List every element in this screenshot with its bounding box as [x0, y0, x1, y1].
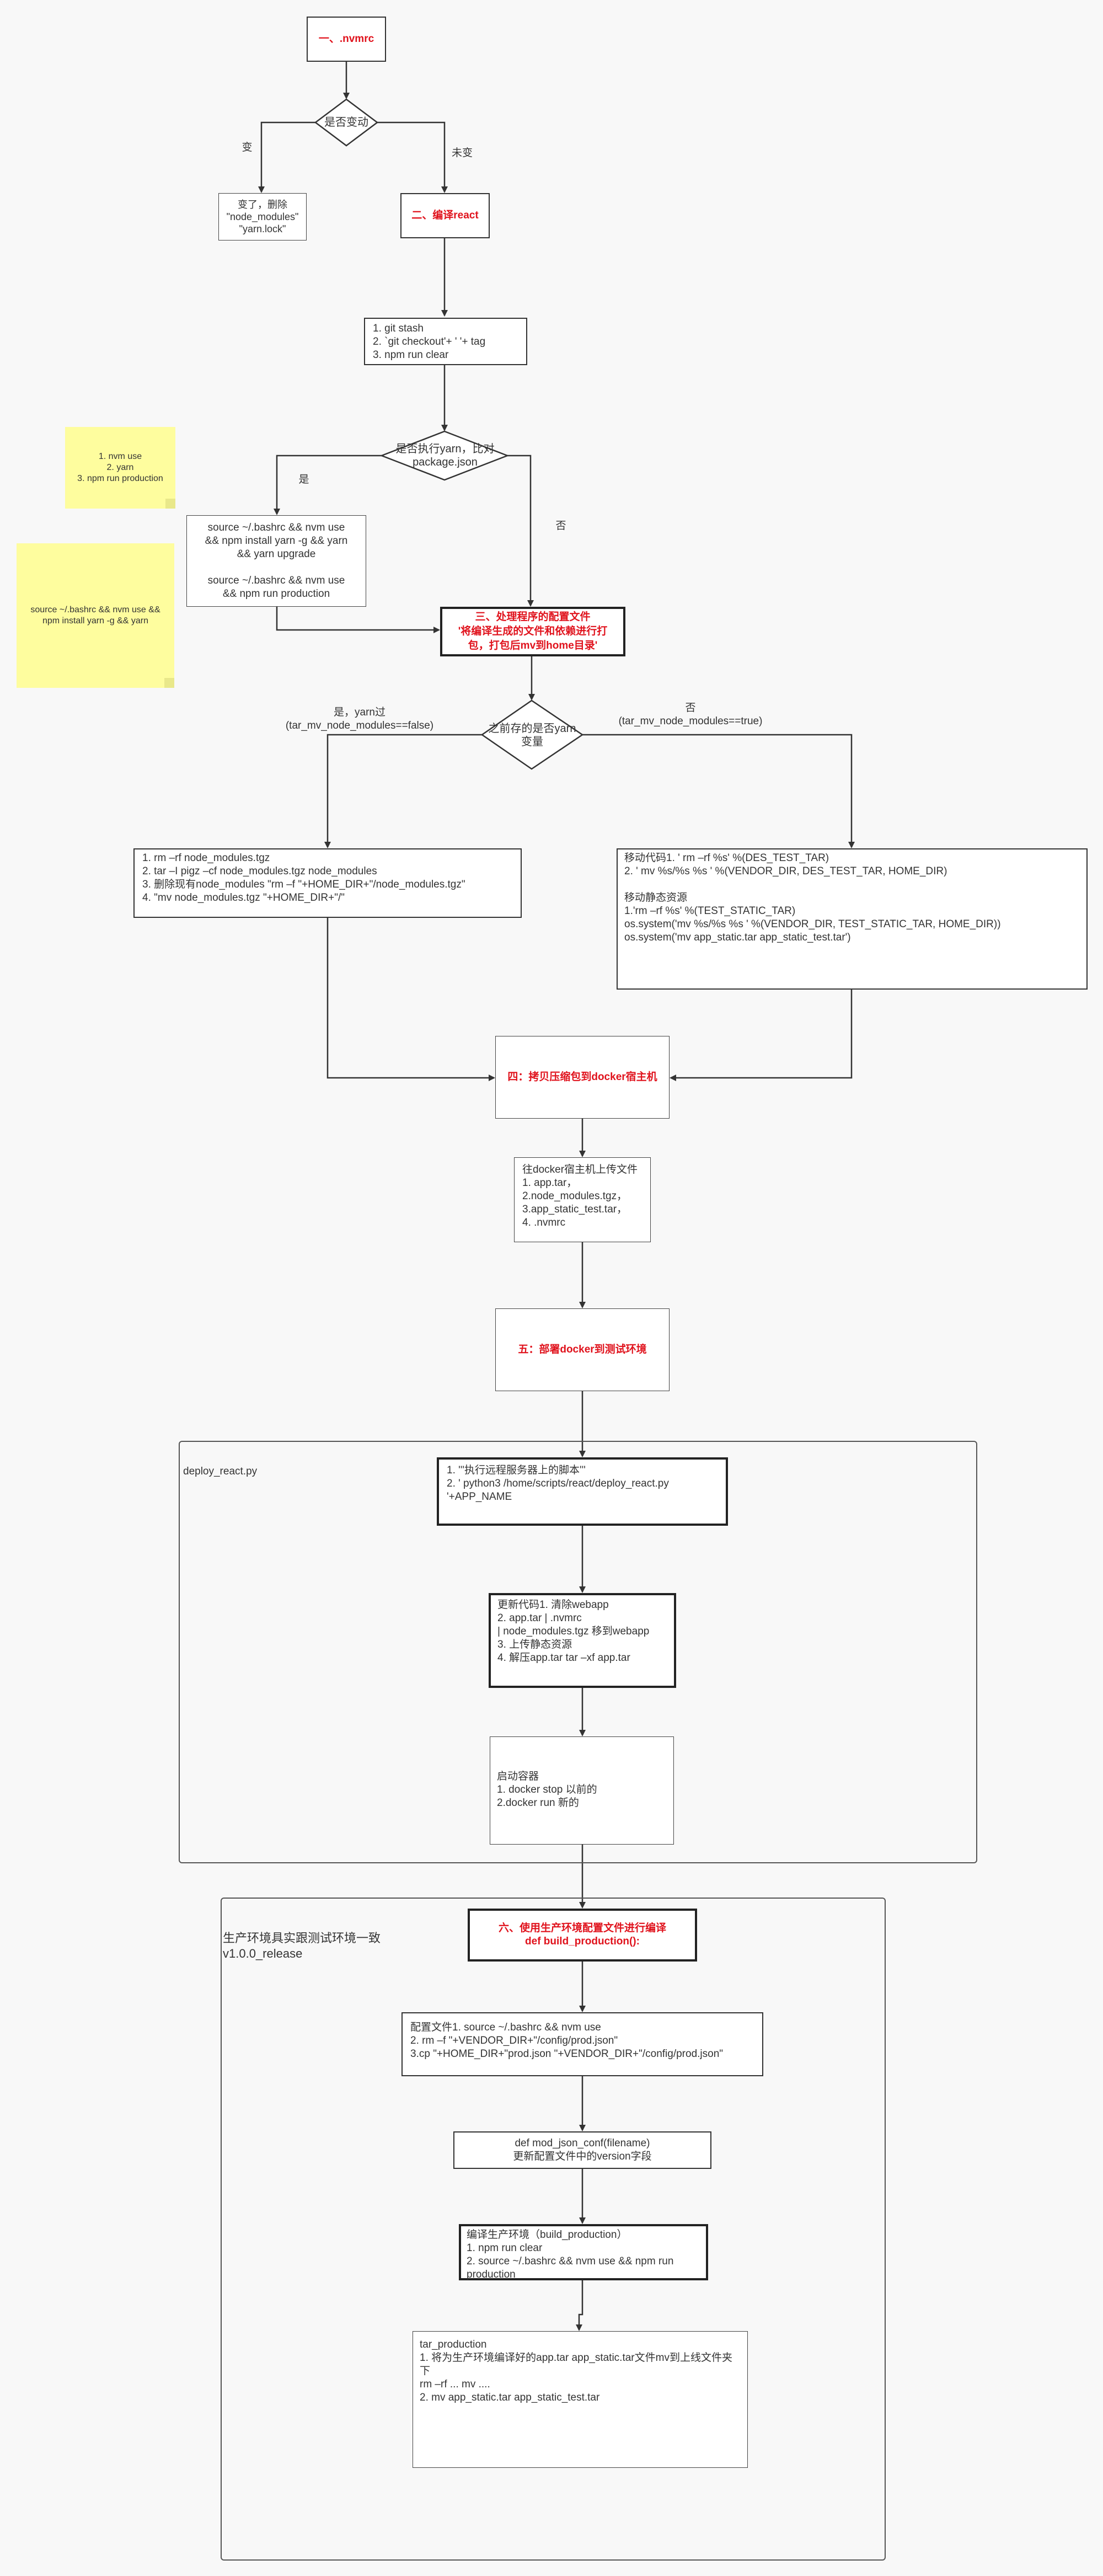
upload-box: 往docker宿主机上传文件 1. app.tar， 2.node_module… [514, 1157, 651, 1242]
source-box: source ~/.bashrc && nvm use && npm insta… [186, 515, 366, 607]
yes-tar-label: 是，yarn过 (tar_mv_node_modules==false) [285, 707, 434, 731]
build-production-box: 编译生产环境（build_production） 1. npm run clea… [459, 2224, 708, 2280]
changed-label: 变 [242, 142, 253, 153]
mod-json-box: def mod_json_conf(filename) 更新配置文件中的vers… [453, 2131, 711, 2169]
edge-buildprod-tar [576, 2280, 583, 2331]
config-box: 三、处理程序的配置文件 '将编译生成的文件和依赖进行打包，打包后mv到home目… [440, 607, 625, 656]
tar-production-box: tar_production 1. 将为生产环境编译好的app.tar app_… [413, 2331, 748, 2468]
yes-label: 是 [298, 474, 309, 485]
deploy-react-group-label: deploy_react.py [183, 1466, 258, 1477]
decision-before-shape [480, 699, 584, 770]
production-group [221, 1898, 886, 2561]
production-group-label: 生产环境具实跟测试环境一致 v1.0.0_release [223, 1931, 381, 1960]
decision-changed-shape [314, 98, 379, 147]
no-label: 否 [555, 520, 566, 532]
config-file-box: 配置文件1. source ~/.bashrc && nvm use 2. rm… [401, 2012, 763, 2076]
deploy-react-group [179, 1441, 977, 1863]
decision-changed-text: 是否变动 [324, 116, 368, 129]
edge-yarn-config [507, 455, 534, 607]
edge-rm-copy [326, 918, 495, 1081]
git-steps-box: 1. git stash 2. `git checkout'+ ' '+ tag… [364, 318, 527, 365]
compile-box: 二、编译react [400, 193, 490, 238]
edge-move-copy [670, 990, 853, 1081]
update-code-box: 更新代码1. 清除webapp 2. app.tar | .nvmrc | no… [489, 1593, 676, 1688]
move-code-box: 移动代码1. ' rm –rf %s' %(DES_TEST_TAR) 2. '… [617, 848, 1088, 990]
no-tar-label: 否 (tar_mv_node_modules==true) [618, 702, 763, 727]
delete-box: 变了，删除 "node_modules" "yarn.lock" [218, 193, 307, 241]
edge-decision-compile [377, 121, 448, 193]
sticky-note-1: 1. nvm use 2. yarn 3. npm run production [65, 427, 175, 509]
unchanged-label: 未变 [451, 147, 473, 159]
remote-script-box: 1. '''执行远程服务器上的脚本''' 2. ' python3 /home/… [437, 1457, 728, 1526]
nvmrc-box: 一、.nvmrc [307, 17, 386, 62]
prod-compile-box: 六、使用生产环境配置文件进行编译 def build_production(): [468, 1909, 697, 1962]
decision-yarn-shape [379, 430, 510, 481]
decision-yarn-text: 是否执行yarn，比对 package.json [395, 443, 495, 468]
sticky-note-2: source ~/.bashrc && nvm use && npm insta… [17, 543, 174, 688]
decision-before-text: 之前存的是否yarn 变量 [488, 723, 576, 748]
edge-before-move [582, 734, 855, 848]
start-container-box: 启动容器 1. docker stop 以前的 2.docker run 新的 [490, 1736, 674, 1845]
edge-decision-delete [258, 121, 315, 193]
edge-source-config [276, 607, 440, 633]
rm-node-modules-box: 1. rm –rf node_modules.tgz 2. tar –I pig… [133, 848, 522, 918]
deploy-docker-box: 五：部署docker到测试环境 [495, 1308, 670, 1391]
edge-yarn-source [274, 455, 382, 515]
copy-docker-box: 四：拷贝压缩包到docker宿主机 [495, 1036, 670, 1119]
edge-before-rm [324, 734, 482, 848]
